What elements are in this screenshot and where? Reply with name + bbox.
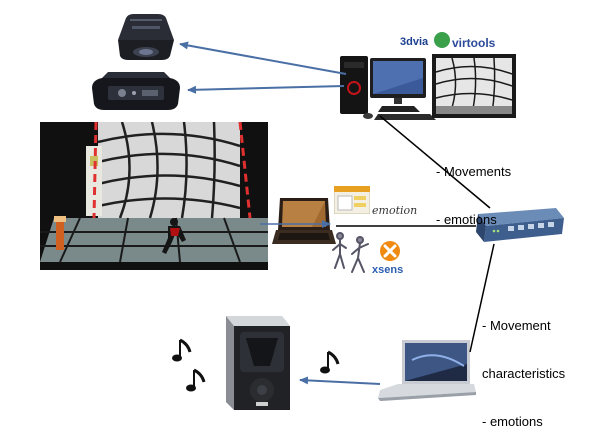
label-line: - Movement	[482, 318, 565, 334]
network-to-pc-label: - Movements - emotions	[436, 132, 511, 244]
emotion-brand: emotion	[372, 204, 417, 217]
network-to-mac-label: - Movement characteristics - emotions	[482, 286, 565, 446]
label-line: - emotions	[436, 212, 511, 228]
virtools-brand: virtools	[452, 36, 495, 50]
arrow-pc-to-projector	[180, 44, 346, 74]
virtools-logo-icon	[434, 32, 450, 48]
label-line: - Movements	[436, 164, 511, 180]
xsens-brand: xsens	[372, 264, 403, 276]
arrow-pc-to-projector-base	[188, 86, 344, 90]
3dvia-brand: 3dvia	[400, 36, 428, 48]
label-line: characteristics	[482, 366, 565, 382]
arrow-mac-to-speaker	[300, 380, 380, 384]
